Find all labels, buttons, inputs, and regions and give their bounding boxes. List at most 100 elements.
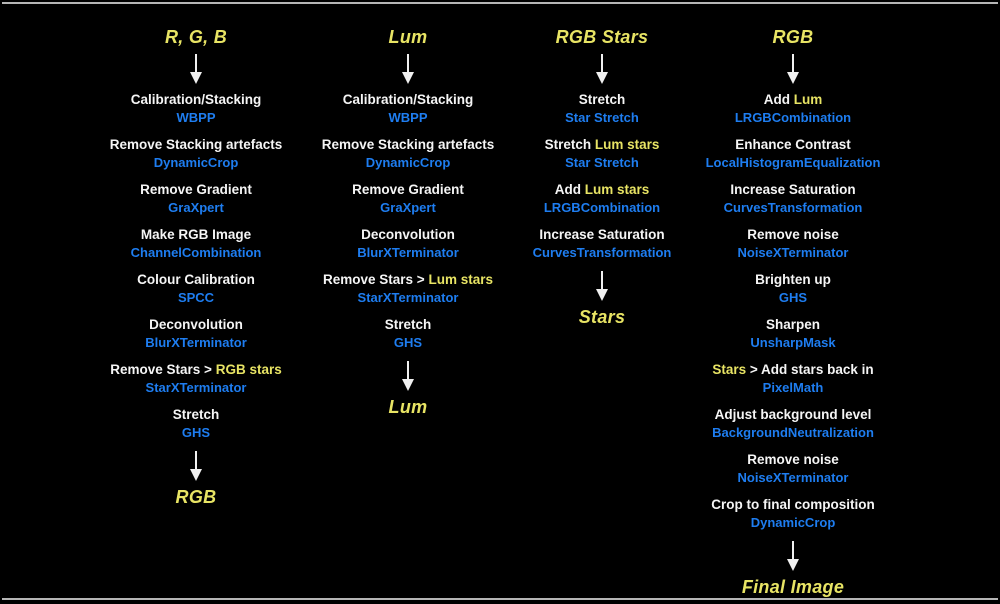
step-name: Remove noise [663,450,923,469]
step-name-segment: Deconvolution [361,227,455,242]
step-name: Remove Gradient [283,180,533,199]
step-name: Stretch [477,90,727,109]
step-name: Colour Calibration [71,270,321,289]
result-label: Stars [578,307,626,327]
tool-name: GHS [393,335,423,350]
step-name-segment: Remove Gradient [352,182,464,197]
step-name-segment: Lum stars [428,272,493,287]
step-name: Deconvolution [283,225,533,244]
tool-name: GHS [778,290,808,305]
tool-name: LRGBCombination [543,200,661,215]
tool-name: NoiseXTerminator [737,470,849,485]
down-arrow-icon [596,54,608,84]
step-name: Increase Saturation [477,225,727,244]
step-name-segment: Crop to final composition [711,497,875,512]
tool-name: DynamicCrop [365,155,451,170]
step-name: Increase Saturation [663,180,923,199]
step-name-segment: Remove Stacking artefacts [109,137,283,152]
step-name-segment: Colour Calibration [137,272,255,287]
step-name: Calibration/Stacking [283,90,533,109]
step-name: Enhance Contrast [663,135,923,154]
step-name: Deconvolution [71,315,321,334]
step-name: Make RGB Image [71,225,321,244]
step-name-segment: Increase Saturation [539,227,665,242]
step-name-segment: Remove Gradient [140,182,252,197]
tool-name: DynamicCrop [153,155,239,170]
column-header: Lum [388,27,428,47]
down-arrow-icon [402,54,414,84]
tool-name: GraXpert [380,200,436,215]
down-arrow-icon [190,451,202,481]
step-name-segment: Lum stars [594,137,660,152]
step-name: Remove Stacking artefacts [71,135,321,154]
result-label: Lum [388,397,428,417]
step-name-segment: Lum stars [584,182,650,197]
tool-name: GraXpert [168,200,224,215]
step-name-segment: Add [763,92,794,107]
step-name-segment: Remove Stars > [323,272,429,287]
down-arrow-icon [787,54,799,84]
step-name-segment: Stretch [578,92,626,107]
step-name: Add Lum [663,90,923,109]
step-name: Stretch Lum stars [477,135,727,154]
step-name-segment: Stretch [384,317,432,332]
tool-name: LRGBCombination [734,110,852,125]
tool-name: SPCC [177,290,215,305]
down-arrow-icon [402,361,414,391]
tool-name: DynamicCrop [750,515,836,530]
tool-name: NoiseXTerminator [737,245,849,260]
down-arrow-icon [787,541,799,571]
top-border-line [2,2,998,4]
result-block: Lum [283,361,533,418]
column-header: R, G, B [164,27,228,47]
step-name-segment: Increase Saturation [730,182,856,197]
step-name-segment: Calibration/Stacking [130,92,262,107]
tool-name: PixelMath [762,380,824,395]
tool-name: CurvesTransformation [532,245,672,260]
tool-name: Star Stretch [565,155,639,170]
step-name-segment: Remove noise [747,452,839,467]
step-name: Calibration/Stacking [71,90,321,109]
step-name-segment: Calibration/Stacking [342,92,474,107]
step-name-segment: Remove Stacking artefacts [321,137,495,152]
tool-name: StarXTerminator [145,380,247,395]
step-name: Remove Stars > RGB stars [71,360,321,379]
step-name: Remove Stacking artefacts [283,135,533,154]
tool-name: WBPP [388,110,428,125]
column-header: RGB [772,27,814,47]
step-name-segment: Remove noise [747,227,839,242]
result-label: RGB [175,487,217,507]
step-name-segment: Make RGB Image [140,227,252,242]
bottom-border-line [2,598,998,600]
step-name-segment: Sharpen [765,317,820,332]
step-name-segment: Stretch [172,407,220,422]
step-name-segment: RGB stars [215,362,282,377]
step-name: Remove Gradient [71,180,321,199]
down-arrow-icon [596,271,608,301]
